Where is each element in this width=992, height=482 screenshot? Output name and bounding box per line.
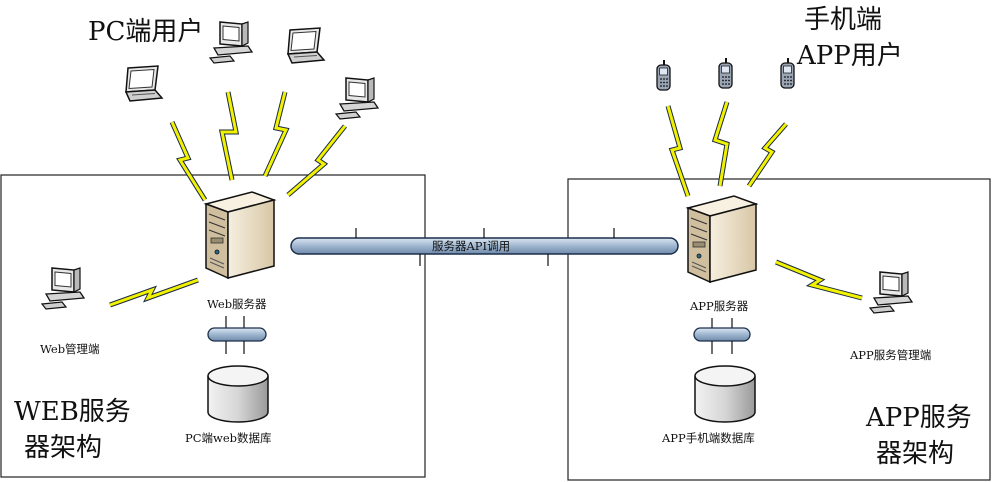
desktop-computer-icon — [41, 267, 85, 310]
app-db-label: APP手机端数据库 — [662, 431, 755, 445]
desktop-computer-icon — [209, 21, 253, 64]
web-admin-label: Web管理端 — [40, 342, 100, 356]
server-tower-icon — [205, 191, 275, 279]
app-architecture-title-line1: APP服务 — [866, 403, 972, 433]
app-admin-label: APP服务管理端 — [850, 348, 932, 362]
app-server-label: APP服务器 — [690, 299, 749, 313]
web-server-label: Web服务器 — [207, 297, 267, 311]
pc-users-label: PC端用户 — [88, 17, 204, 47]
desktop-computer-icon — [335, 77, 379, 120]
api-call-label: 服务器API调用 — [432, 239, 511, 253]
web-architecture-frame — [0, 174, 426, 478]
app-architecture-title-line2: 器架构 — [876, 439, 955, 469]
web-architecture-title-line1: WEB服务 — [14, 397, 131, 427]
server-tower-icon — [687, 195, 757, 283]
mobile-phone-icon — [780, 57, 795, 89]
mobile-phone-icon — [718, 57, 733, 89]
database-cylinder-icon — [207, 365, 269, 423]
pc-db-label: PC端web数据库 — [185, 431, 272, 445]
web-architecture-title-line2: 器架构 — [24, 433, 103, 463]
desktop-computer-icon — [869, 271, 913, 314]
app-users-label-line1: 手机端 — [804, 5, 883, 35]
app-architecture-frame — [567, 178, 991, 481]
laptop-icon — [125, 65, 163, 102]
mobile-phone-icon — [656, 59, 671, 91]
network-bus-icon — [693, 327, 751, 342]
database-cylinder-icon — [694, 365, 756, 423]
laptop-icon — [287, 27, 325, 64]
network-bus-icon — [207, 327, 267, 342]
app-users-label-line2: APP用户 — [797, 41, 903, 71]
